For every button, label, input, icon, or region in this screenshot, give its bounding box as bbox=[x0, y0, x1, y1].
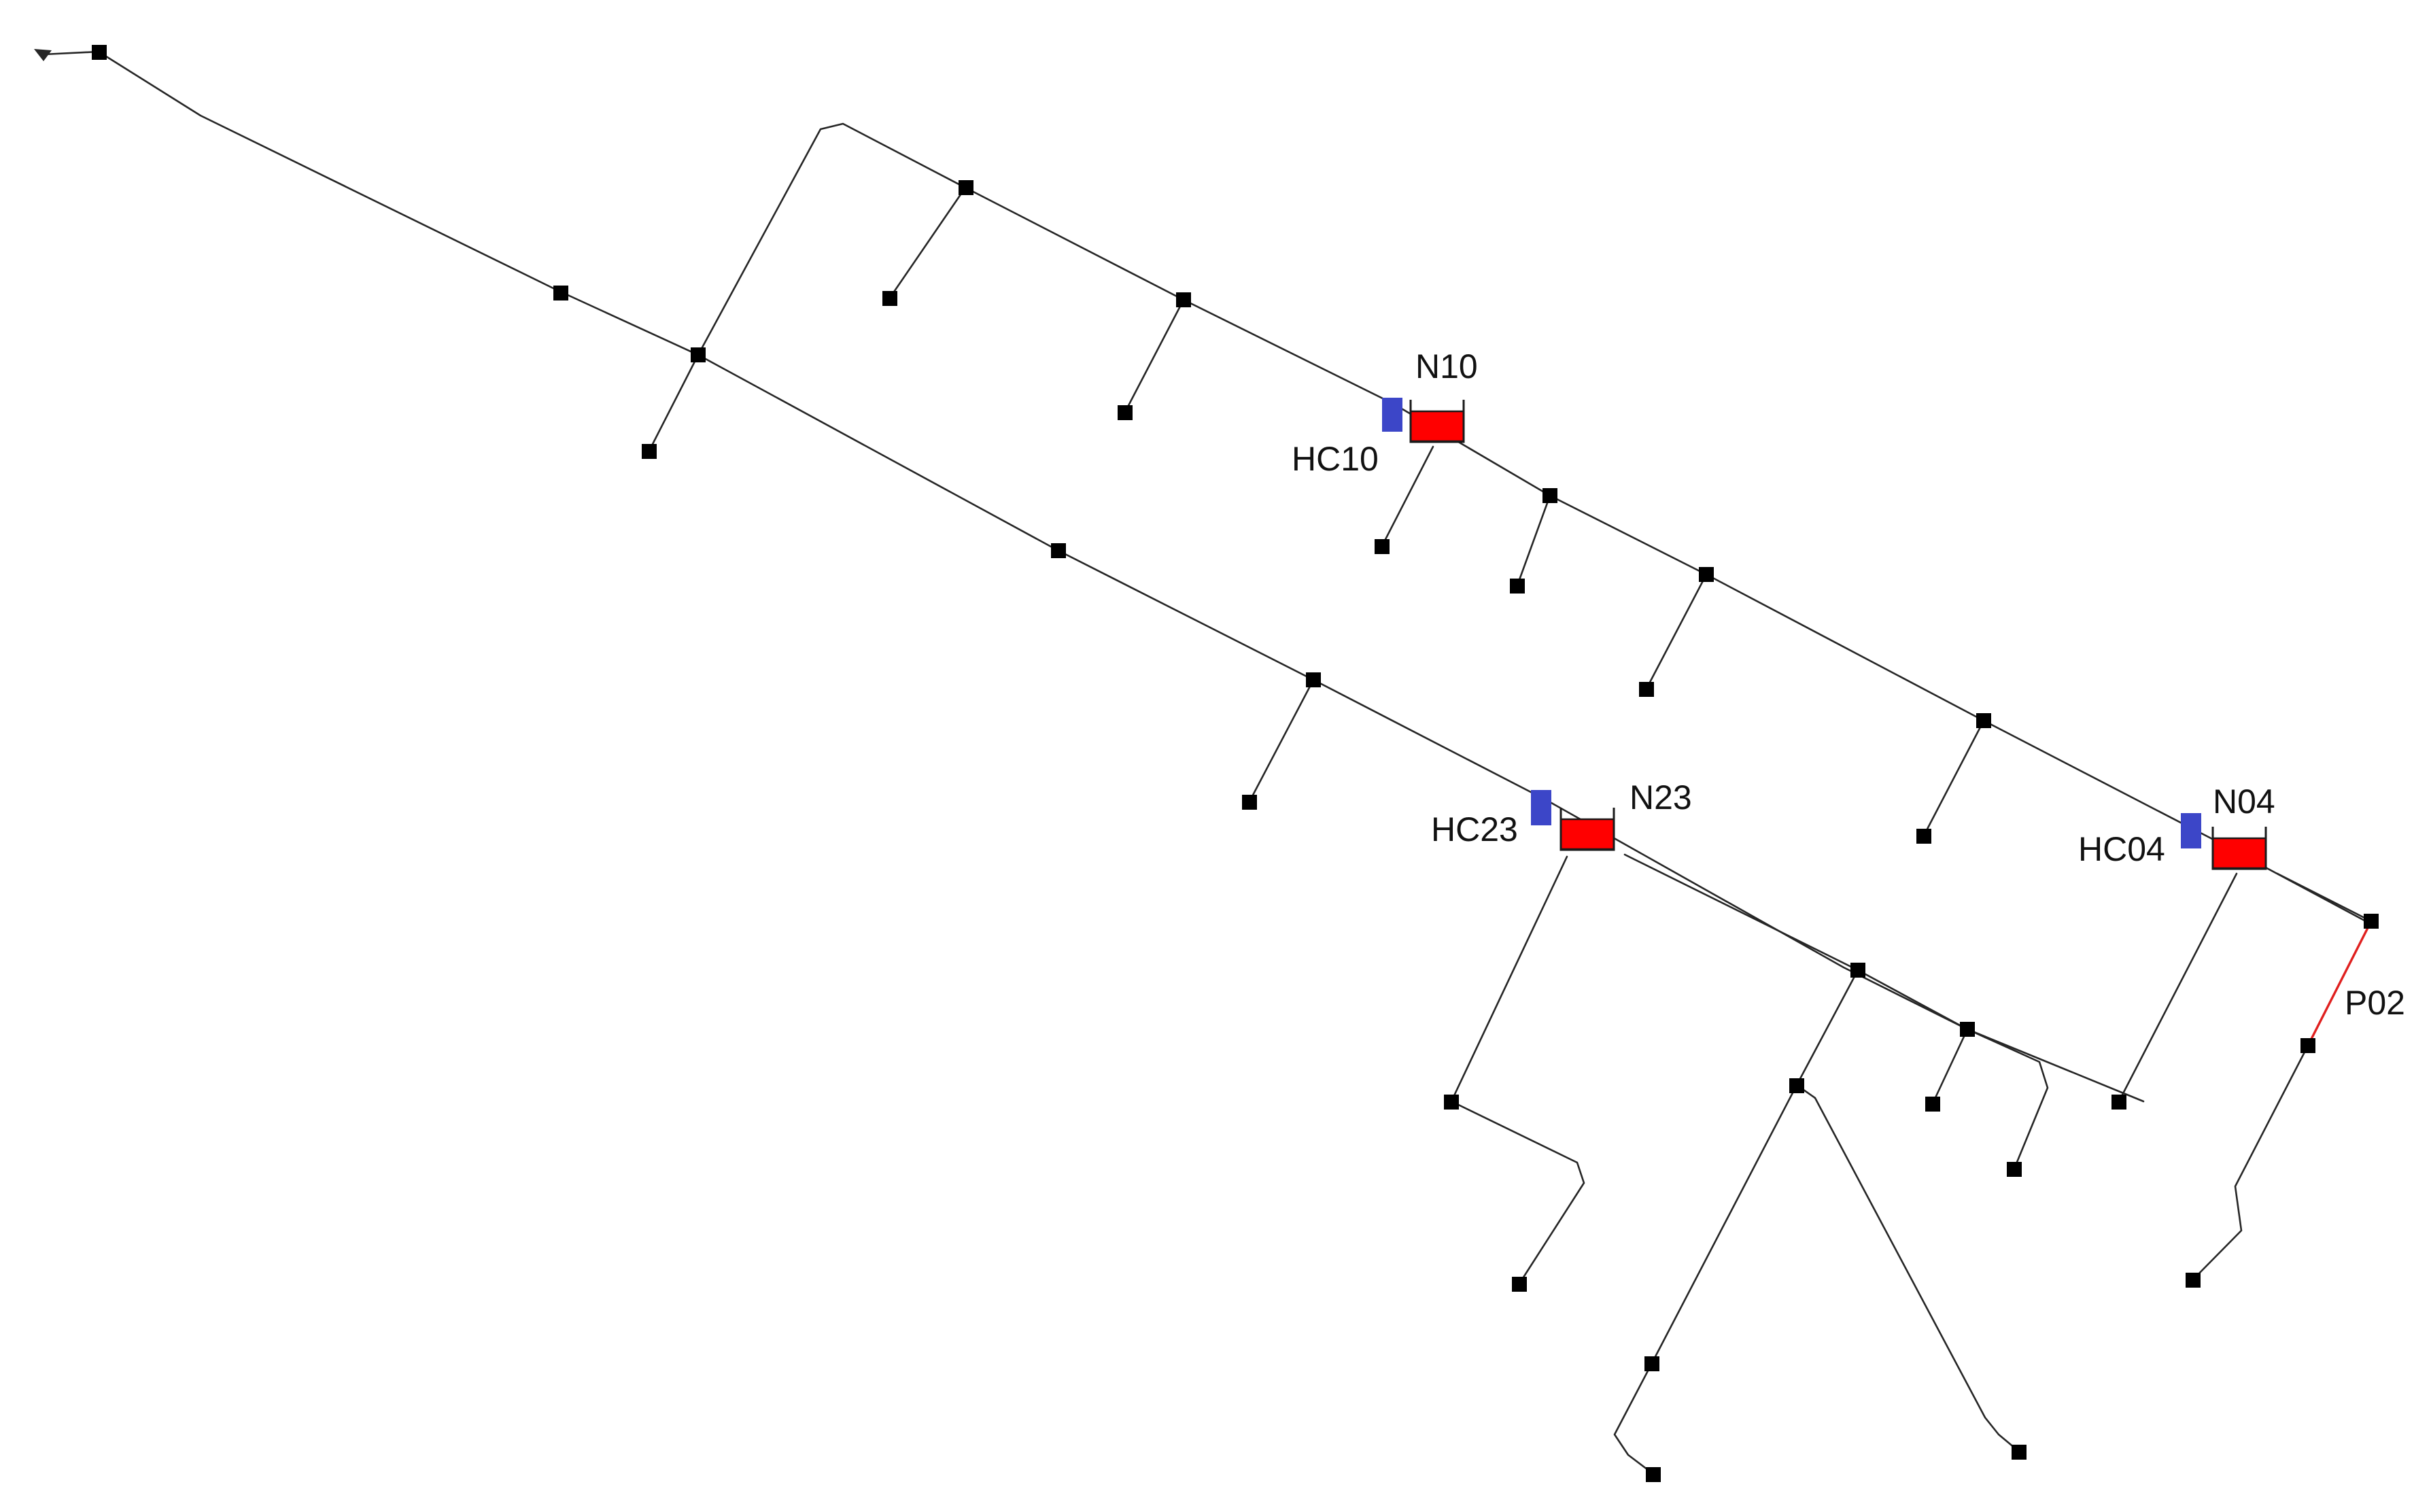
pipe-p02 bbox=[2307, 920, 2373, 1047]
tank-n04 bbox=[2211, 827, 2267, 870]
junction-node bbox=[92, 45, 107, 60]
pipe-n23-south bbox=[1450, 855, 1585, 1285]
pipe-spur-4 bbox=[1516, 494, 1551, 587]
junction-node bbox=[642, 444, 657, 459]
pipe-spur-7 bbox=[648, 354, 700, 452]
junction-node bbox=[2364, 914, 2379, 929]
pipe-spur-6 bbox=[1923, 719, 1985, 837]
junction-node bbox=[1976, 713, 1991, 728]
junction-node bbox=[1118, 405, 1133, 420]
pipe-n04-lower bbox=[2192, 1044, 2309, 1281]
pipe-spur-8 bbox=[1248, 678, 1315, 803]
tank-frame bbox=[1559, 808, 1615, 851]
junction-node bbox=[2300, 1038, 2315, 1053]
pipe-n23-lower-b bbox=[1795, 1084, 2020, 1453]
outlet bbox=[34, 49, 100, 61]
junction-node bbox=[1176, 292, 1191, 307]
junction-node bbox=[1699, 567, 1714, 582]
pipe-n23-lower-a bbox=[1613, 969, 1859, 1475]
junction-node bbox=[1542, 488, 1557, 503]
junction-node bbox=[1925, 1097, 1940, 1112]
junction-node bbox=[1242, 795, 1257, 810]
junction-node bbox=[1646, 1467, 1661, 1482]
junction-node bbox=[2186, 1273, 2201, 1288]
junctions bbox=[92, 45, 2379, 1482]
pipe-trunk-west bbox=[97, 50, 2145, 1103]
junction-node bbox=[1639, 682, 1654, 697]
pipe-n23-spur bbox=[1931, 1028, 1969, 1105]
tank-n10 bbox=[1409, 400, 1465, 443]
hc-markers bbox=[1382, 398, 2201, 848]
label-hc10: HC10 bbox=[1292, 440, 1379, 478]
junction-node bbox=[1375, 539, 1390, 554]
junction-node bbox=[2007, 1162, 2022, 1177]
junction-node bbox=[691, 347, 706, 362]
junction-node bbox=[1051, 543, 1066, 558]
junction-node bbox=[1850, 963, 1865, 978]
pipe-spur-5 bbox=[1645, 573, 1708, 690]
label-hc23: HC23 bbox=[1431, 810, 1518, 848]
outlet-arrow-icon bbox=[34, 49, 52, 61]
pipe-n23-east bbox=[1623, 853, 2049, 1170]
outlet-pipe bbox=[42, 50, 100, 56]
junction-node bbox=[1916, 829, 1931, 844]
pipe-n04-east bbox=[2276, 872, 2373, 923]
pipes bbox=[97, 50, 2373, 1475]
junction-node bbox=[1306, 672, 1321, 687]
storage-tank-icon bbox=[1559, 818, 1615, 850]
junction-node bbox=[882, 291, 897, 306]
tank-frame bbox=[1409, 400, 1465, 443]
label-p02: P02 bbox=[2345, 984, 2405, 1022]
pipe-n04-south bbox=[2118, 872, 2238, 1103]
tank-frame bbox=[2211, 827, 2267, 870]
pipe-spur-2 bbox=[1124, 298, 1185, 413]
junction-node bbox=[1644, 1356, 1659, 1371]
label-n23: N23 bbox=[1630, 778, 1692, 817]
junction-node bbox=[1512, 1277, 1527, 1292]
junction-node bbox=[1960, 1022, 1975, 1037]
junction-node bbox=[553, 286, 568, 300]
label-hc04: HC04 bbox=[2078, 830, 2165, 868]
hc04-marker bbox=[2181, 813, 2201, 848]
junction-node bbox=[2111, 1095, 2126, 1110]
label-n10: N10 bbox=[1415, 347, 1478, 385]
pipe-spur-3 bbox=[1381, 445, 1434, 547]
labels: N10 HC10 N23 HC23 N04 HC04 P02 bbox=[1292, 347, 2405, 1022]
junction-node bbox=[959, 180, 973, 195]
pipe-spur-1 bbox=[889, 186, 967, 299]
junction-node bbox=[1444, 1095, 1459, 1110]
junction-node bbox=[1510, 579, 1525, 594]
junction-node bbox=[1789, 1078, 1804, 1093]
hc23-marker bbox=[1531, 790, 1551, 825]
label-n04: N04 bbox=[2213, 783, 2275, 821]
hc10-marker bbox=[1382, 398, 1402, 432]
storage-tank-icon bbox=[1409, 410, 1465, 443]
tank-n23 bbox=[1559, 808, 1615, 851]
storage-tank-icon bbox=[2211, 837, 2267, 870]
junction-node bbox=[2012, 1445, 2027, 1460]
